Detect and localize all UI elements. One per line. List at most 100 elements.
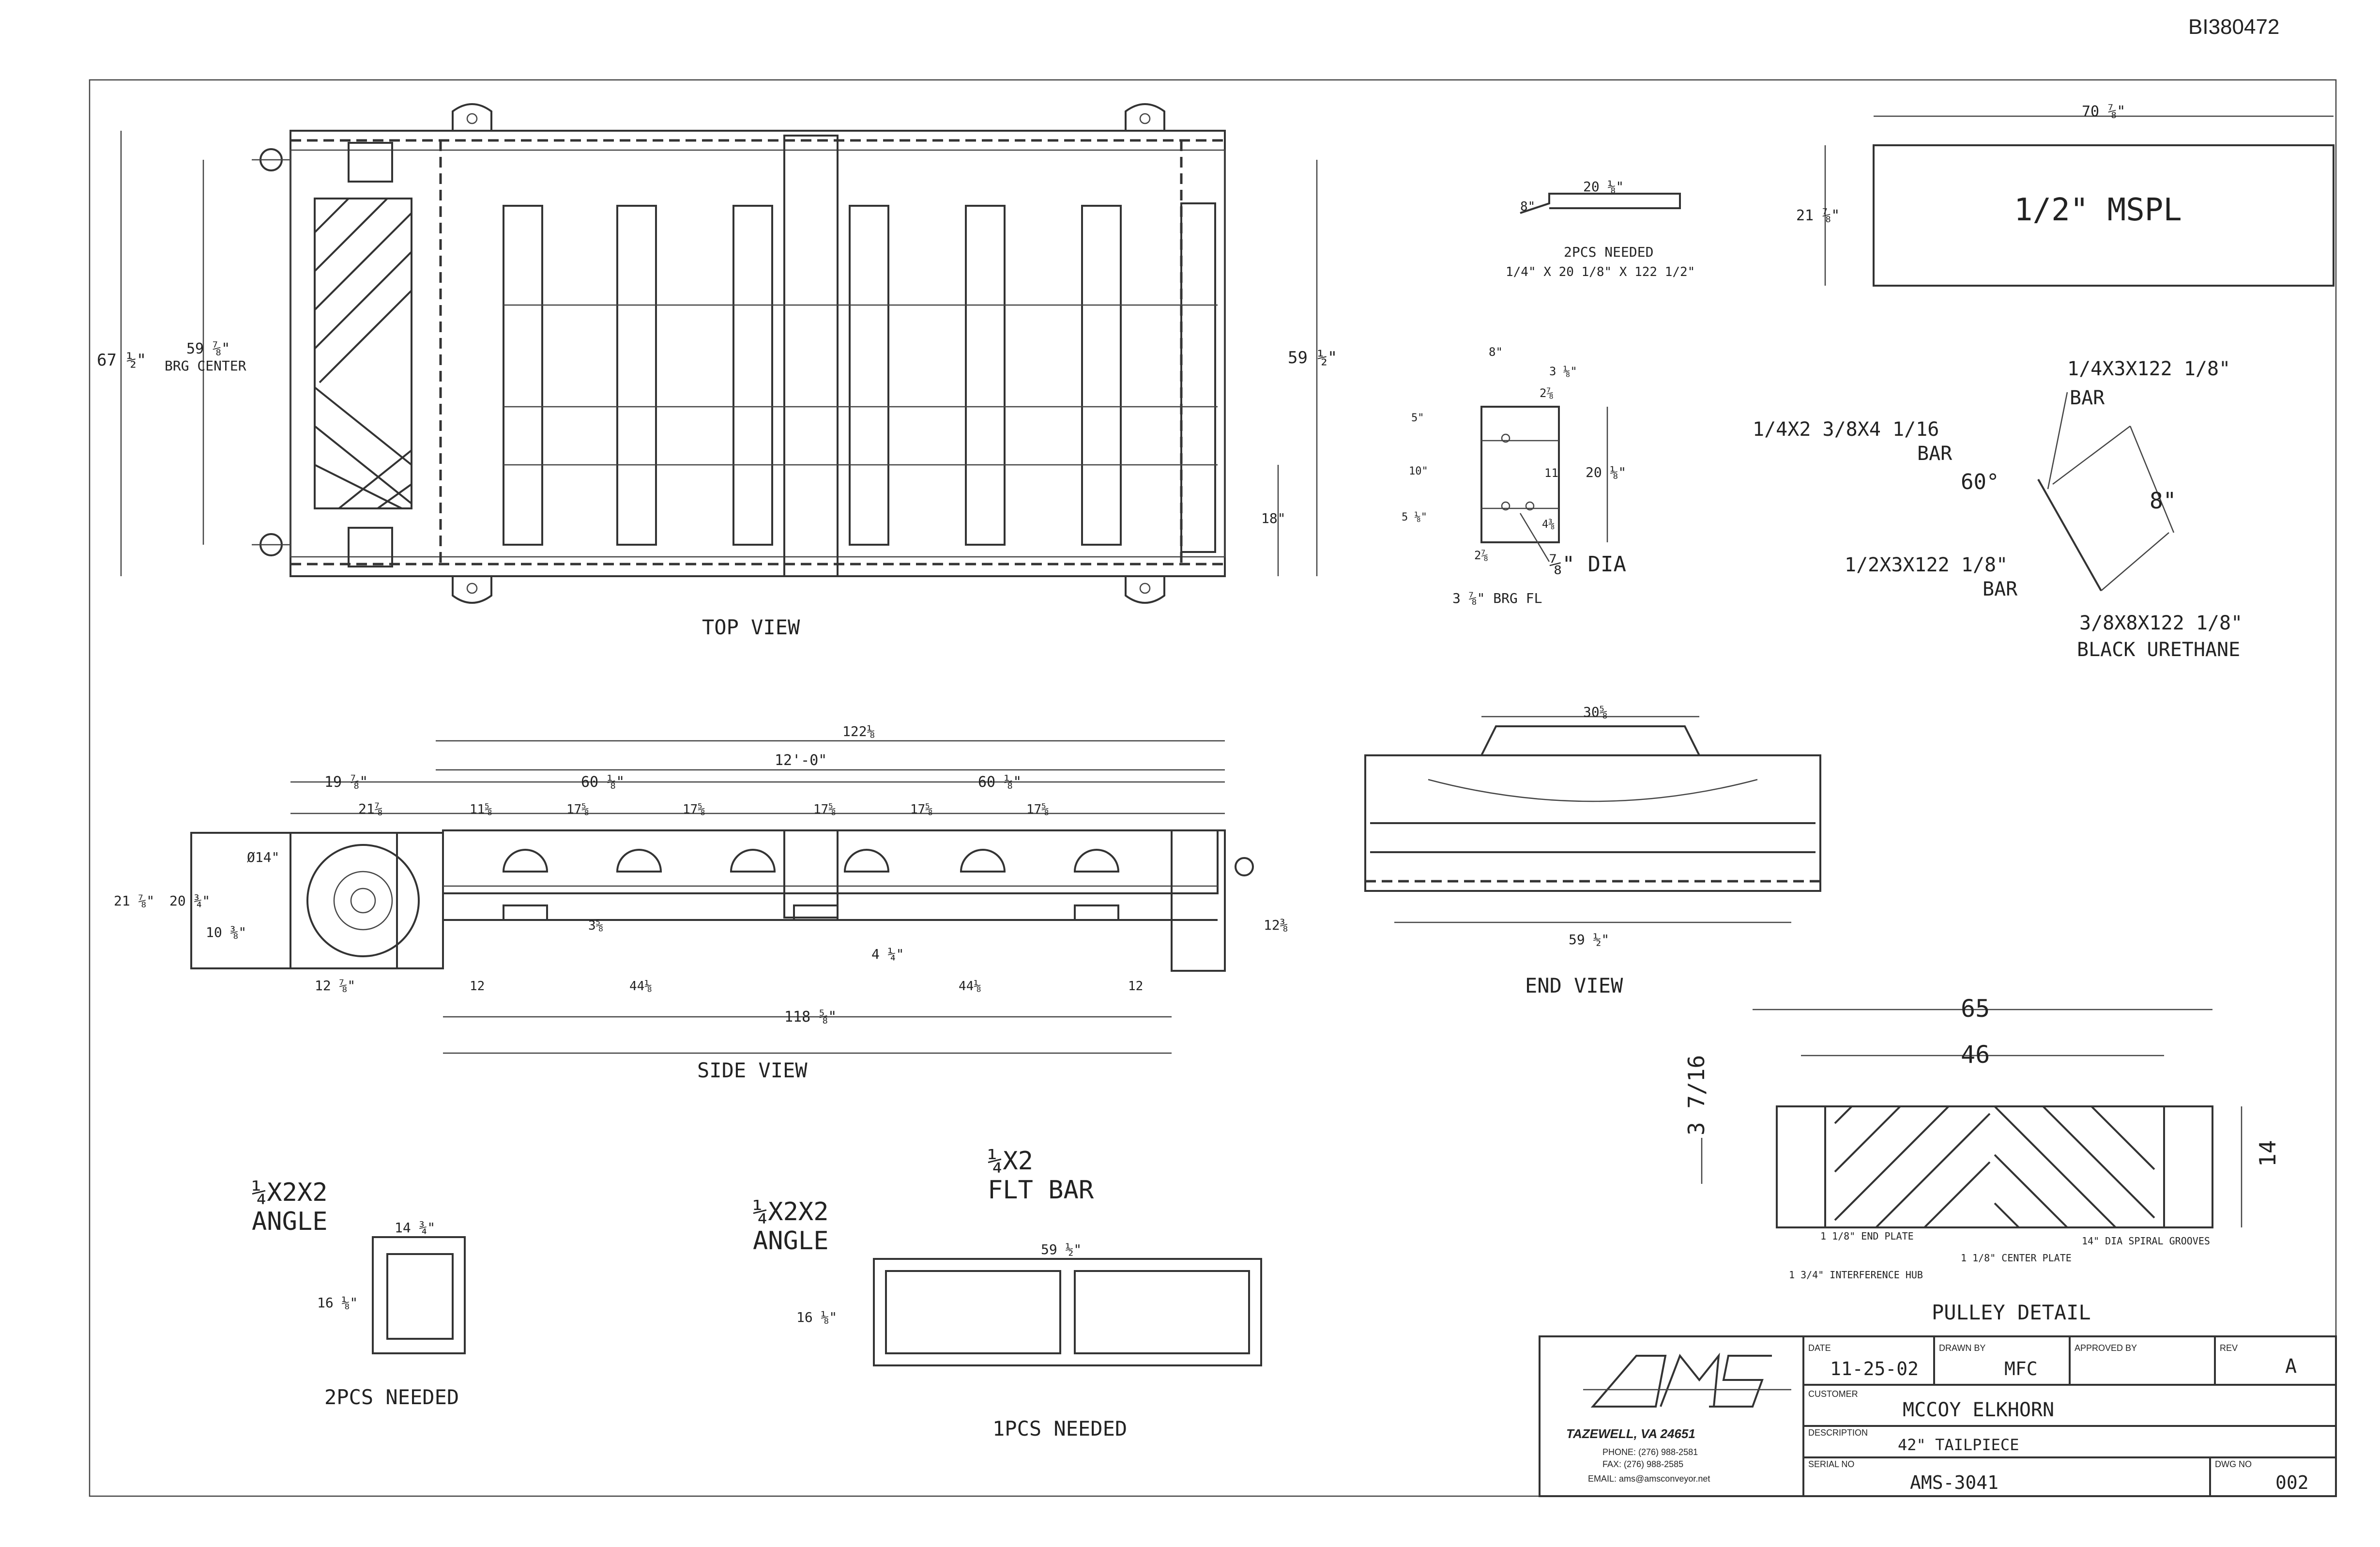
idler-rows — [503, 202, 1218, 553]
company-fax: FAX: (276) 988-2585 — [1602, 1459, 1683, 1469]
top-brg-center-label: BRG CENTER — [165, 358, 246, 374]
top-dim-overall: 67 ½" — [97, 351, 146, 370]
brg-d2: 2⅞ — [1540, 386, 1554, 400]
title-block: TAZEWELL, VA 24651 PHONE: (276) 988-2581… — [1539, 1335, 2337, 1497]
rev-value: A — [2285, 1355, 2297, 1378]
brg-mid: 11 — [1544, 466, 1558, 480]
brg-label: 3 ⅞" BRG FL — [1452, 590, 1542, 606]
large-guard-height: 16 ⅛" — [796, 1309, 837, 1325]
side-d4: 4 ¼" — [871, 946, 904, 962]
side-w12: 12 ⅞" — [315, 978, 355, 994]
side-r12: 12⅜ — [1264, 917, 1288, 933]
date-label: DATE — [1808, 1343, 1831, 1353]
bearing-plate-detail: 8" 3 ⅛" 2⅞ 5" 10" 5 ⅛" 11 20 ⅛" 2⅞ 4⅜ ⅞"… — [1402, 345, 1626, 606]
skirt-plate-detail: 20 ⅛" 8" 2PCS NEEDED 1/4" X 20 1/8" X 12… — [1506, 179, 1695, 279]
tail-pulley-plan — [314, 198, 412, 509]
large-guard-flat-b: FLT BAR — [988, 1176, 1094, 1205]
large-guard-mat-a: ¼X2X2 — [753, 1197, 829, 1226]
side-s5: 17⅝ — [910, 802, 933, 817]
side-overall: 122⅛ — [842, 723, 875, 739]
side-d60a: 60 ⅛" — [581, 774, 625, 791]
side-s3: 17⅝ — [683, 802, 705, 817]
large-guard-needed: 1PCS NEEDED — [992, 1417, 1127, 1440]
customer-value: MCCOY ELKHORN — [1903, 1399, 2054, 1421]
small-guard-height: 16 ⅛" — [317, 1295, 358, 1311]
brg-right: 20 ⅛" — [1586, 464, 1626, 480]
scraper-bar4: 3/8X8X122 1/8" — [2079, 612, 2243, 634]
company-email: EMAIL: ams@amsconveyor.net — [1588, 1474, 1710, 1484]
brg-bot2: 4⅜ — [1542, 519, 1555, 531]
sheet-border — [89, 79, 2337, 1497]
mspl-label: 1/2" MSPL — [2014, 192, 2182, 228]
side-view-title: SIDE VIEW — [697, 1058, 808, 1082]
pulley-note3: 14" DIA SPIRAL GROOVES — [2082, 1235, 2210, 1247]
pulley-face: 46 — [1961, 1041, 1990, 1069]
pulley-detail-title: PULLEY DETAIL — [1932, 1301, 2091, 1324]
scraper-bar2-sub: BAR — [1917, 443, 1953, 465]
top-dim-right-small: 18" — [1261, 510, 1286, 526]
side-b44a: 44⅛ — [629, 979, 652, 994]
brg-hole: ⅞" DIA — [1549, 552, 1626, 577]
small-guard-mat-a: ¼X2X2 — [252, 1178, 328, 1207]
scraper-detail: 1/4X3X122 1/8" BAR 1/4X2 3/8X4 1/16 BAR … — [1753, 358, 2243, 661]
top-frame-outer — [290, 130, 1226, 577]
desc-label: DESCRIPTION — [1808, 1428, 1868, 1438]
company-phone: PHONE: (276) 988-2581 — [1602, 1447, 1698, 1457]
serial-value: AMS-3041 — [1910, 1472, 1999, 1493]
side-h20: 20 ¾" — [169, 893, 210, 909]
mspl-width: 70 ⅞" — [2082, 103, 2125, 120]
mspl-height: 21 ⅞" — [1796, 207, 1840, 224]
large-guard-width: 59 ½" — [1041, 1241, 1082, 1257]
side-d60b: 60 ⅛" — [978, 774, 1022, 791]
side-s4: 17⅝ — [813, 802, 836, 817]
small-guard-needed: 2PCS NEEDED — [324, 1385, 459, 1409]
top-dim-right: 59 ½" — [1288, 348, 1337, 368]
drawn-value: MFC — [2004, 1358, 2038, 1379]
scraper-bar1: 1/4X3X122 1/8" — [2067, 358, 2230, 380]
small-guard-detail: ¼X2X2 ANGLE 14 ¾" 16 ⅛" 2PCS NEEDED — [252, 1178, 466, 1409]
scraper-bar2: 1/4X2 3/8X4 1/16 — [1753, 418, 1939, 441]
strip-needed: 2PCS NEEDED — [1564, 244, 1653, 260]
pulley-note1: 1 1/8" END PLATE — [1820, 1230, 1914, 1242]
small-guard-width: 14 ¾" — [395, 1220, 435, 1236]
end-bottom: 59 ½" — [1569, 932, 1609, 948]
end-top: 30⅝ — [1583, 704, 1608, 720]
brg-top: 8" — [1489, 345, 1503, 359]
mspl-plate — [1873, 144, 2334, 287]
side-b12a: 12 — [470, 979, 485, 994]
brg-d1: 3 ⅛" — [1549, 365, 1577, 378]
scraper-height: 8" — [2150, 488, 2176, 514]
serial-label: SERIAL NO — [1808, 1459, 1854, 1469]
brg-left2: 10" — [1409, 465, 1428, 477]
strip-small: 8" — [1520, 199, 1535, 214]
side-s2: 17⅝ — [566, 802, 589, 817]
large-guard-detail: ¼X2 FLT BAR ¼X2X2 ANGLE 59 ½" 16 ⅛" 1PCS… — [753, 1147, 1262, 1440]
document-id: BI380472 — [2188, 15, 2279, 39]
top-view: 67 ½" 59 ⅞" BRG CENTER 59 ½" 18" TOP VIE… — [97, 103, 1337, 639]
end-view: 30⅝ 59 ½" END VIEW — [1364, 704, 1821, 997]
side-s1: 11⅝ — [470, 802, 492, 817]
mspl-plate-detail: 70 ⅞" 21 ⅞" 1/2" MSPL — [1796, 103, 2334, 287]
side-b44b: 44⅛ — [959, 979, 981, 994]
scraper-bar1-sub: BAR — [2070, 387, 2105, 409]
side-d3: 3⅝ — [588, 919, 603, 933]
pulley-hub: 3 7/16 — [1683, 1055, 1709, 1135]
rev-label: REV — [2220, 1343, 2238, 1353]
side-s6: 17⅝ — [1026, 802, 1049, 817]
end-view-title: END VIEW — [1525, 974, 1623, 997]
approved-label: APPROVED BY — [2075, 1343, 2137, 1353]
desc-value: 42" TAILPIECE — [1898, 1436, 2019, 1454]
side-h21: 21 ⅞" — [114, 893, 154, 909]
pulley-note2: 1 1/8" CENTER PLATE — [1961, 1252, 2072, 1264]
side-h10: 10 ⅜" — [206, 924, 246, 940]
scraper-angle: 60° — [1961, 470, 1999, 494]
side-idlers — [502, 849, 1120, 921]
side-b118: 118 ⅝" — [784, 1009, 837, 1026]
brg-bot1: 2⅞ — [1474, 549, 1488, 562]
tail-pulley-side — [306, 844, 420, 957]
company-city: TAZEWELL, VA 24651 — [1566, 1426, 1695, 1441]
brg-left3: 5 ⅛" — [1402, 511, 1427, 523]
top-view-title: TOP VIEW — [702, 615, 800, 639]
strip-dim: 20 ⅛" — [1583, 179, 1624, 195]
